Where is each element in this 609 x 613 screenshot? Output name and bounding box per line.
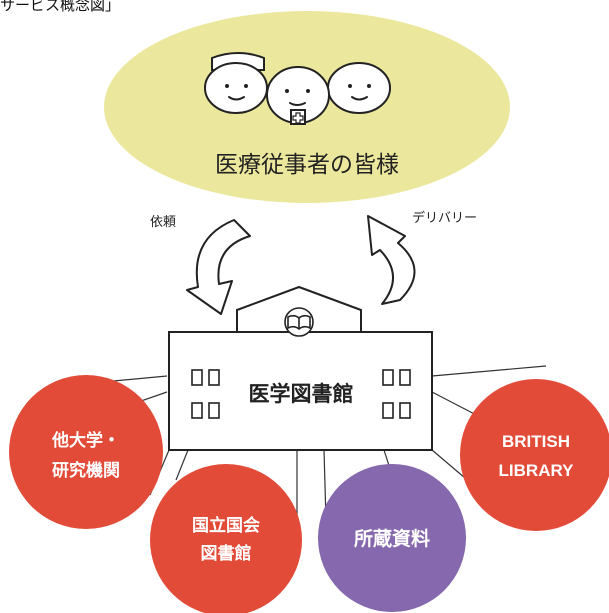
book-icon [284, 307, 314, 337]
diagram-heading: サービス概念図」 [0, 0, 121, 14]
node-british-library: BRITISH LIBRARY [460, 379, 609, 531]
node-holdings: 所蔵資料 [318, 464, 466, 612]
building-windows [191, 369, 411, 419]
request-label: 依頼 [150, 215, 176, 230]
delivery-arrow-icon [367, 215, 416, 305]
node-national-diet-library: 国立国会 図書館 [150, 464, 302, 613]
library-label: 医学図書館 [249, 382, 354, 406]
svg-text:BRITISH: BRITISH [502, 432, 570, 451]
svg-text:LIBRARY: LIBRARY [499, 461, 575, 480]
svg-text:国立国会: 国立国会 [192, 515, 260, 536]
svg-text:他大学・: 他大学・ [51, 430, 120, 451]
request-arrow-icon [186, 219, 251, 315]
staff-label: 医療従事者の皆様 [215, 152, 399, 178]
svg-text:図書館: 図書館 [201, 543, 252, 564]
medical-staff-icon [204, 52, 391, 125]
node-other-universities: 他大学・ 研究機関 [9, 375, 163, 529]
delivery-label: デリバリー [412, 210, 477, 226]
svg-text:研究機関: 研究機関 [52, 460, 120, 481]
svg-text:所蔵資料: 所蔵資料 [354, 527, 430, 550]
